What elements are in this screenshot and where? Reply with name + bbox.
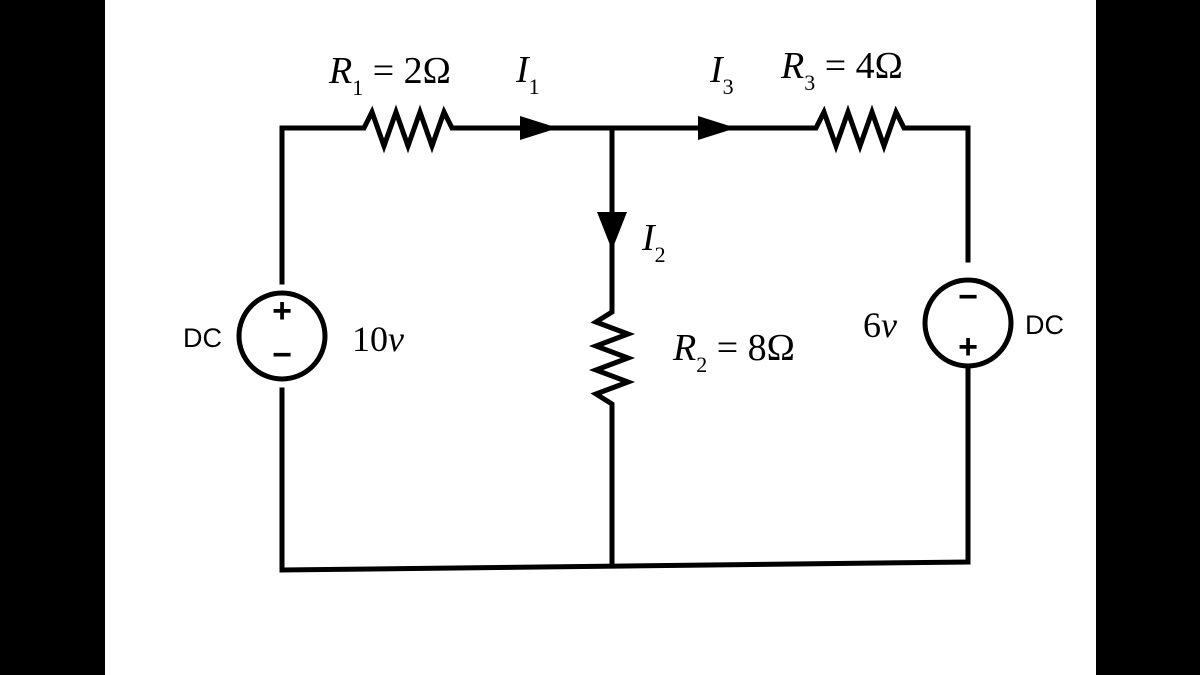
resistor-r1-symbol xyxy=(352,104,462,154)
resistor-r3-label: R3 = 4Ω xyxy=(780,45,903,95)
source-left-value: 10v xyxy=(352,319,404,359)
wire-bottom xyxy=(279,559,971,573)
source-left-type-label: DC xyxy=(183,323,222,353)
source-left-top-sign: + xyxy=(272,292,292,330)
current-arrow-i1 xyxy=(520,116,558,140)
voltage-source-left: + − xyxy=(236,290,328,382)
wire-right-top xyxy=(907,125,971,263)
resistor-r2-label: R2 = 8Ω xyxy=(672,327,795,377)
wire-left-top xyxy=(279,125,358,285)
source-left-bottom-sign: − xyxy=(272,336,292,374)
source-right-value: 6v xyxy=(863,305,897,345)
current-i3-label: I3 xyxy=(709,49,734,99)
source-right-bottom-sign: + xyxy=(958,328,978,366)
resistor-r1-label: R1 = 2Ω xyxy=(328,50,451,100)
current-arrow-i2 xyxy=(597,212,627,250)
source-right-top-sign: − xyxy=(958,278,978,316)
voltage-source-right: − + xyxy=(922,277,1014,369)
current-i1-label: I1 xyxy=(515,49,540,99)
current-i2-label: I2 xyxy=(641,217,666,267)
current-arrow-i3 xyxy=(698,116,736,140)
resistor-r3-symbol xyxy=(804,104,912,154)
resistor-r2-symbol xyxy=(588,302,636,414)
source-right-type-label: DC xyxy=(1025,310,1064,340)
